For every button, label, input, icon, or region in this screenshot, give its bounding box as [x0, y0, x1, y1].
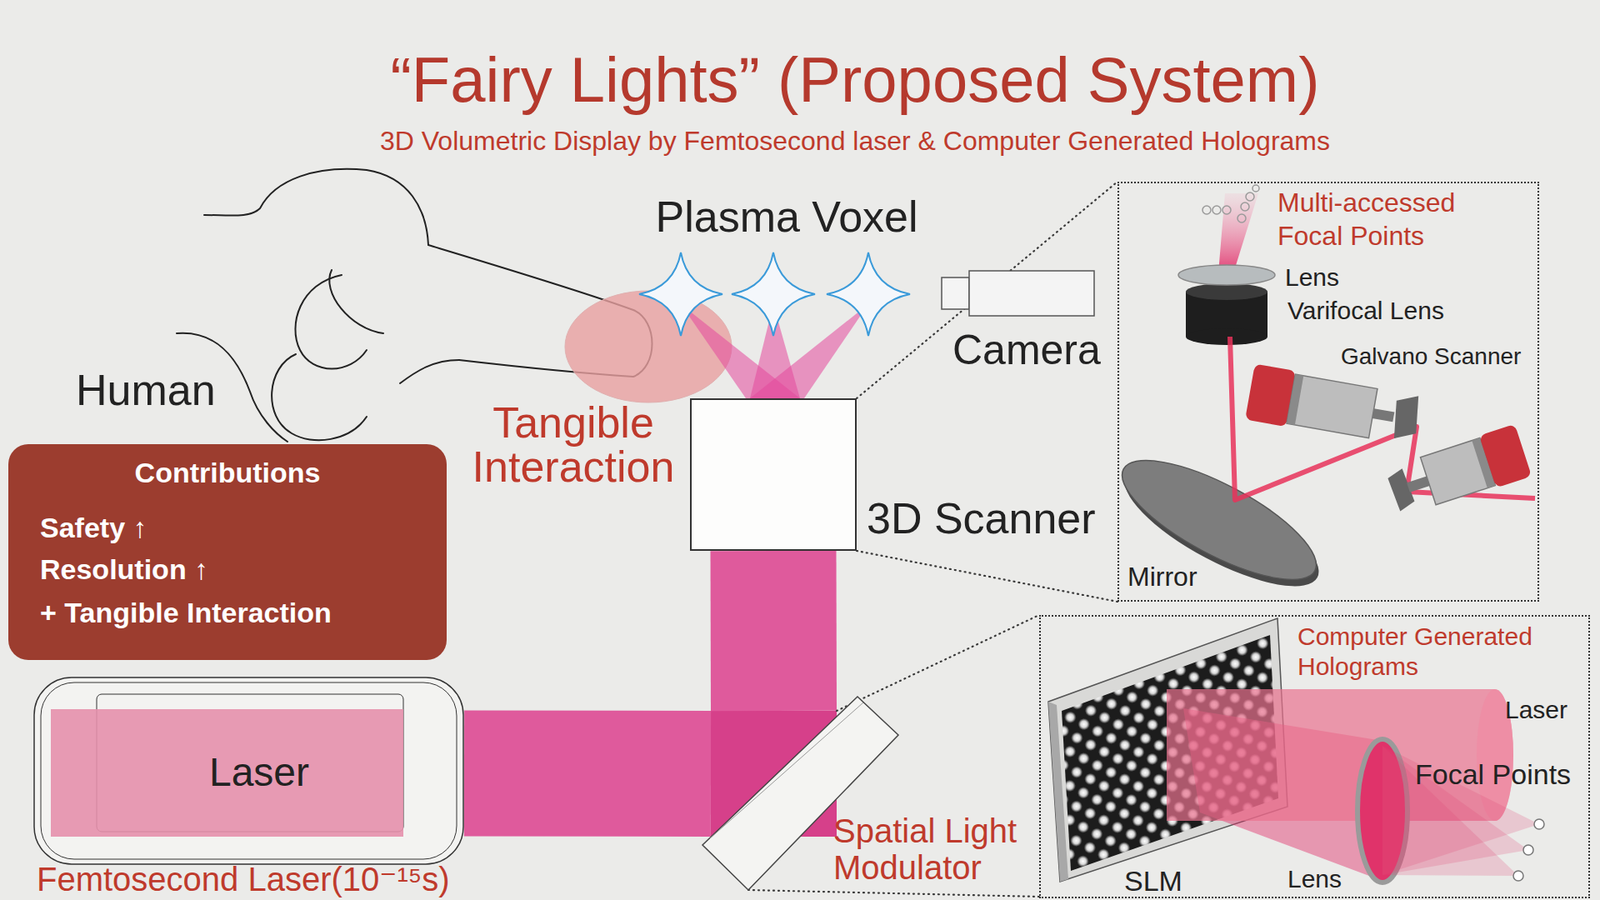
focal-point-markers: [1513, 819, 1545, 881]
galvano-motor: [1479, 424, 1532, 489]
laser-housing: [34, 677, 464, 865]
hand-illustration: [295, 275, 367, 370]
list-item: Safety ↑: [40, 511, 148, 545]
laser-housing: [40, 682, 457, 860]
device-label: 3D Scanner: [864, 494, 1099, 545]
laser-path: [1230, 336, 1535, 500]
device-label: Laser: [209, 749, 310, 795]
focal-point-markers: [1523, 845, 1534, 855]
panel-heading: Computer Generated Holograms: [1297, 621, 1581, 682]
scan-mirror-symbol: [1106, 438, 1334, 609]
device-label: Spatial Light Modulator: [833, 812, 1034, 886]
subtitle: 3D Volumetric Display by Femtosecond las…: [380, 125, 1330, 157]
varifocal-lens-symbol: [1185, 283, 1268, 300]
detail-panel: Computer Generated HologramsLaserFocal P…: [1039, 615, 1590, 899]
focal-point-markers: [1202, 205, 1211, 215]
device-heading: Femtosecond Laser(10⁻¹⁵s): [36, 860, 450, 899]
part-label: Laser: [1505, 695, 1568, 725]
camera-lens: [941, 277, 970, 310]
galvano-motor: [1286, 374, 1304, 425]
hand-illustration: [329, 270, 384, 334]
galvano-motor: [1245, 364, 1424, 450]
detail-panel: Multi-accessed Focal PointsLensVarifocal…: [1117, 181, 1540, 602]
focal-point-markers: [1202, 185, 1260, 223]
touch-area: [565, 290, 732, 403]
part-label: Lens: [1285, 263, 1340, 293]
part-label: Focal Points: [1415, 758, 1571, 791]
plasma-voxel-star: [731, 252, 815, 336]
focal-cone: [1218, 193, 1259, 274]
galvano-motor: [1406, 476, 1430, 493]
focal-point-markers: [1212, 205, 1221, 215]
part-label: SLM: [1124, 865, 1183, 898]
scanner-box: 3D Scanner: [690, 398, 857, 551]
annotation-label: Tangible Interaction: [456, 400, 690, 490]
focal-point-markers: [1222, 205, 1231, 215]
slm-mirror: Spatial Light Modulator: [710, 710, 837, 837]
zoom-leader-line: [836, 615, 1040, 711]
varifocal-lens-symbol: [1185, 283, 1268, 345]
part-label: Human: [73, 365, 219, 416]
hand-illustration: [271, 354, 367, 440]
zoom-leader-line: [748, 890, 1040, 897]
hand-illustration: [400, 360, 460, 384]
part-label: Mirror: [1127, 561, 1198, 593]
part-label: Varifocal Lens: [1287, 296, 1445, 326]
varifocal-lens-symbol: [1185, 328, 1268, 345]
galvano-motor: [1286, 374, 1378, 438]
galvano-motor: [1384, 424, 1532, 520]
zoom-leader-line: [856, 550, 1118, 602]
panel-heading: Multi-accessed Focal Points: [1277, 185, 1486, 253]
camera-device: Camera: [940, 270, 1095, 317]
laser-beam: [464, 710, 711, 838]
lens-symbol: [1178, 265, 1275, 285]
camera-body: [969, 270, 1095, 316]
focal-point-markers: [1534, 819, 1545, 830]
laser-beam: [710, 550, 838, 711]
part-label: Plasma Voxel: [655, 192, 918, 243]
plasma-voxel-star: [639, 252, 723, 336]
focal-point-markers: [1252, 185, 1260, 192]
focal-point-markers: [1237, 214, 1246, 223]
plasma-voxel-star: [826, 252, 910, 336]
plasma-voxel-star: [639, 252, 910, 336]
part-label: Lens: [1287, 865, 1342, 895]
camera-device-outline: [940, 270, 1095, 317]
galvano-motor: [1372, 408, 1395, 422]
box-heading: Contributions: [8, 456, 447, 490]
galvano-motor: [1390, 392, 1423, 442]
list-item: + Tangible Interaction: [40, 596, 332, 630]
scan-mirror-symbol: [1106, 438, 1331, 602]
laser-medium: [50, 709, 404, 837]
contributions-box: ContributionsSafety ↑ Resolution ↑ + Tangi…: [8, 444, 447, 660]
list-item: Resolution ↑: [40, 553, 209, 586]
focal-point-markers: [1245, 192, 1255, 201]
laser-device: LaserFemtosecond Laser(10⁻¹⁵s): [33, 676, 465, 865]
part-label: Galvano Scanner: [1340, 343, 1521, 370]
focal-point-markers: [1513, 870, 1524, 881]
device-label: Camera: [950, 326, 1104, 375]
title: “Fairy Lights” (Proposed System): [390, 43, 1320, 116]
focal-point-markers: [1240, 202, 1250, 211]
